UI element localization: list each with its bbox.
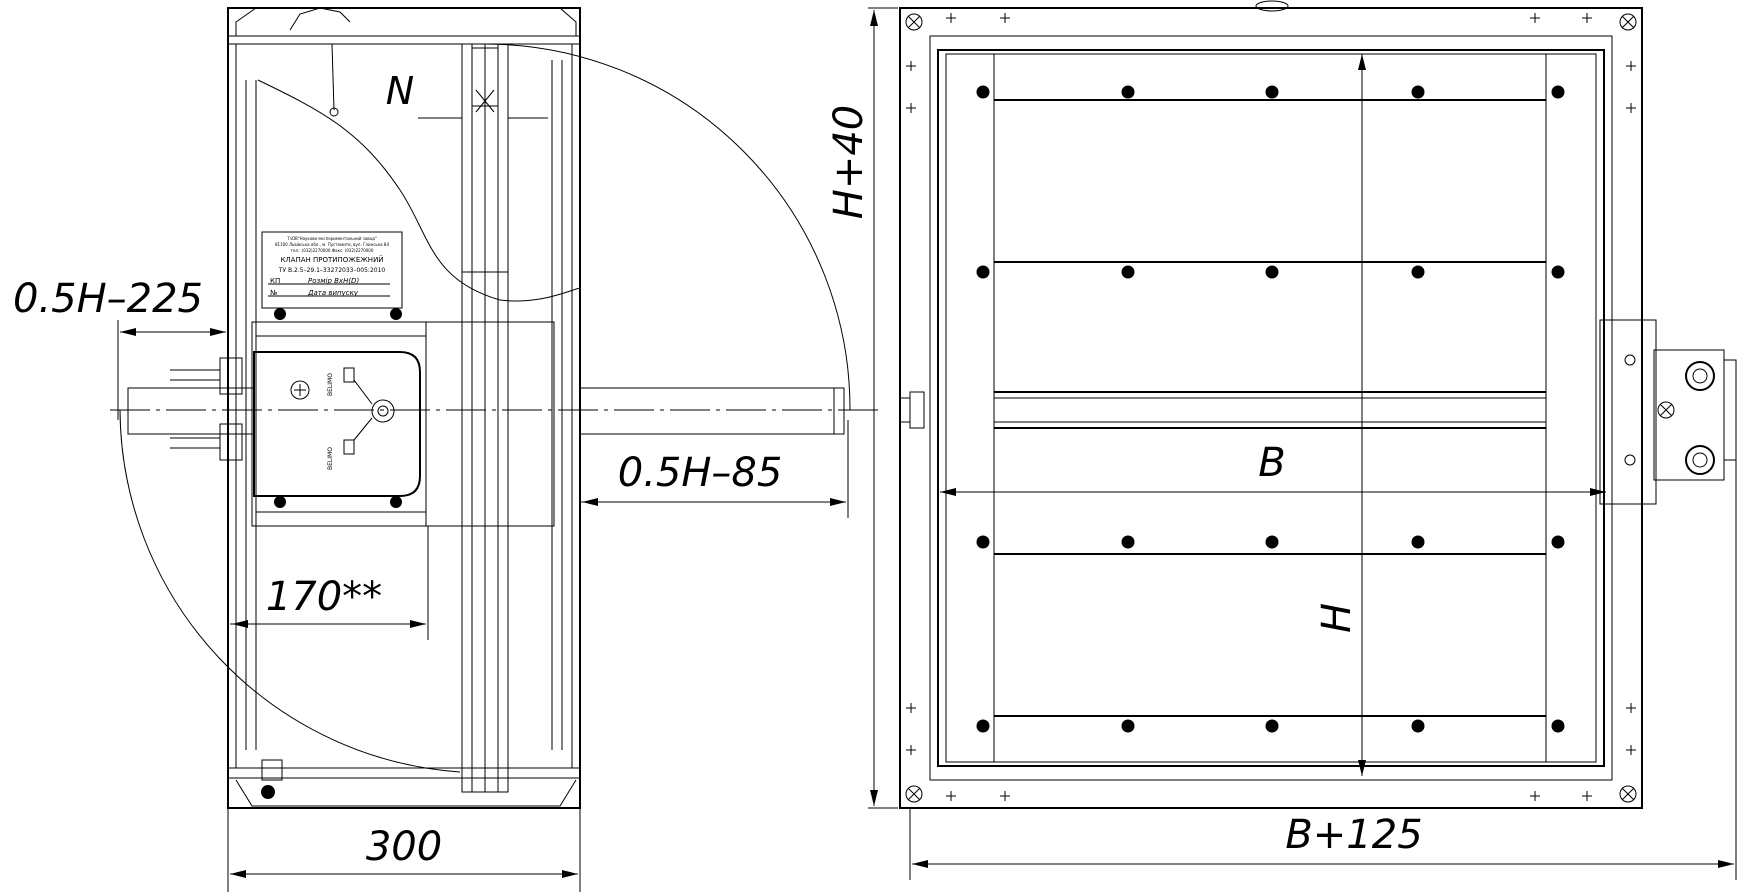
actuator-label-top: BELIMO	[327, 373, 334, 396]
dim-half-h-minus-225-label: 0.5H–225	[13, 276, 203, 322]
nameplate-row2-right: Дата випуску	[307, 289, 359, 297]
front-view: H+40 B H B+125	[826, 0, 1737, 880]
corner-marks	[905, 13, 1637, 803]
nameplate-manufacturer: ТзОВ"Науково-експериментальний завод"	[286, 236, 377, 241]
dim-half-h-minus-85: 0.5H–85	[580, 420, 849, 518]
dim-300: 300	[227, 808, 581, 892]
front-view-flange	[899, 7, 1643, 809]
nameplate-row2-left: №	[270, 289, 277, 297]
nameplate-row1-right: Розмір ВхН(D)	[308, 277, 359, 285]
actuator-label-bottom: BELIMO	[327, 447, 334, 470]
nameplate-phone: тел.: (032)2270000 Факс: (032)2270000	[291, 248, 374, 253]
dim-300-label: 300	[366, 824, 442, 870]
blade-swing-arc	[484, 43, 851, 411]
nameplate-row1-left: КП	[270, 277, 280, 285]
front-view-actuator-assembly	[1599, 319, 1737, 505]
dim-h-plus-40-label: H+40	[826, 105, 872, 220]
nameplate-spec: ТУ В.2.5–29.1–33272033–005:2010	[278, 267, 386, 274]
dim-b-label: B	[1258, 440, 1285, 486]
dim-n-label: N	[386, 69, 414, 113]
dim-b-plus-125: B+125	[909, 380, 1737, 880]
nameplate-title: КЛАПАН ПРОТИПОЖЕЖНИЙ	[280, 255, 383, 264]
rivets	[976, 85, 1565, 733]
nameplate-address: 81100 Львівська обл., м. Пустомити, вул.…	[275, 242, 389, 247]
dim-b: B	[940, 440, 1606, 496]
dim-h-label: H	[1314, 603, 1360, 633]
side-view-frame	[227, 7, 581, 809]
shaft-left	[127, 387, 255, 435]
dim-170-label: 170**	[266, 574, 382, 620]
cable-gland-upper	[219, 357, 243, 395]
actuator: BELIMO BELIMO	[253, 351, 421, 497]
dim-half-h-minus-85-label: 0.5H–85	[618, 450, 783, 496]
dim-half-h-minus-225: 0.5H–225	[13, 276, 226, 420]
dim-b-plus-125-label: B+125	[1285, 812, 1422, 858]
dim-n: N	[386, 69, 548, 119]
dim-170: 170**	[230, 526, 429, 640]
dim-h-plus-40: H+40	[826, 7, 898, 809]
nameplate: ТзОВ"Науково-експериментальний завод" 81…	[261, 231, 403, 309]
shaft-right	[579, 387, 845, 435]
side-view: ТзОВ"Науково-експериментальний завод" 81…	[13, 7, 880, 892]
cable-gland-lower	[219, 423, 243, 461]
dim-h: H	[1314, 54, 1366, 776]
